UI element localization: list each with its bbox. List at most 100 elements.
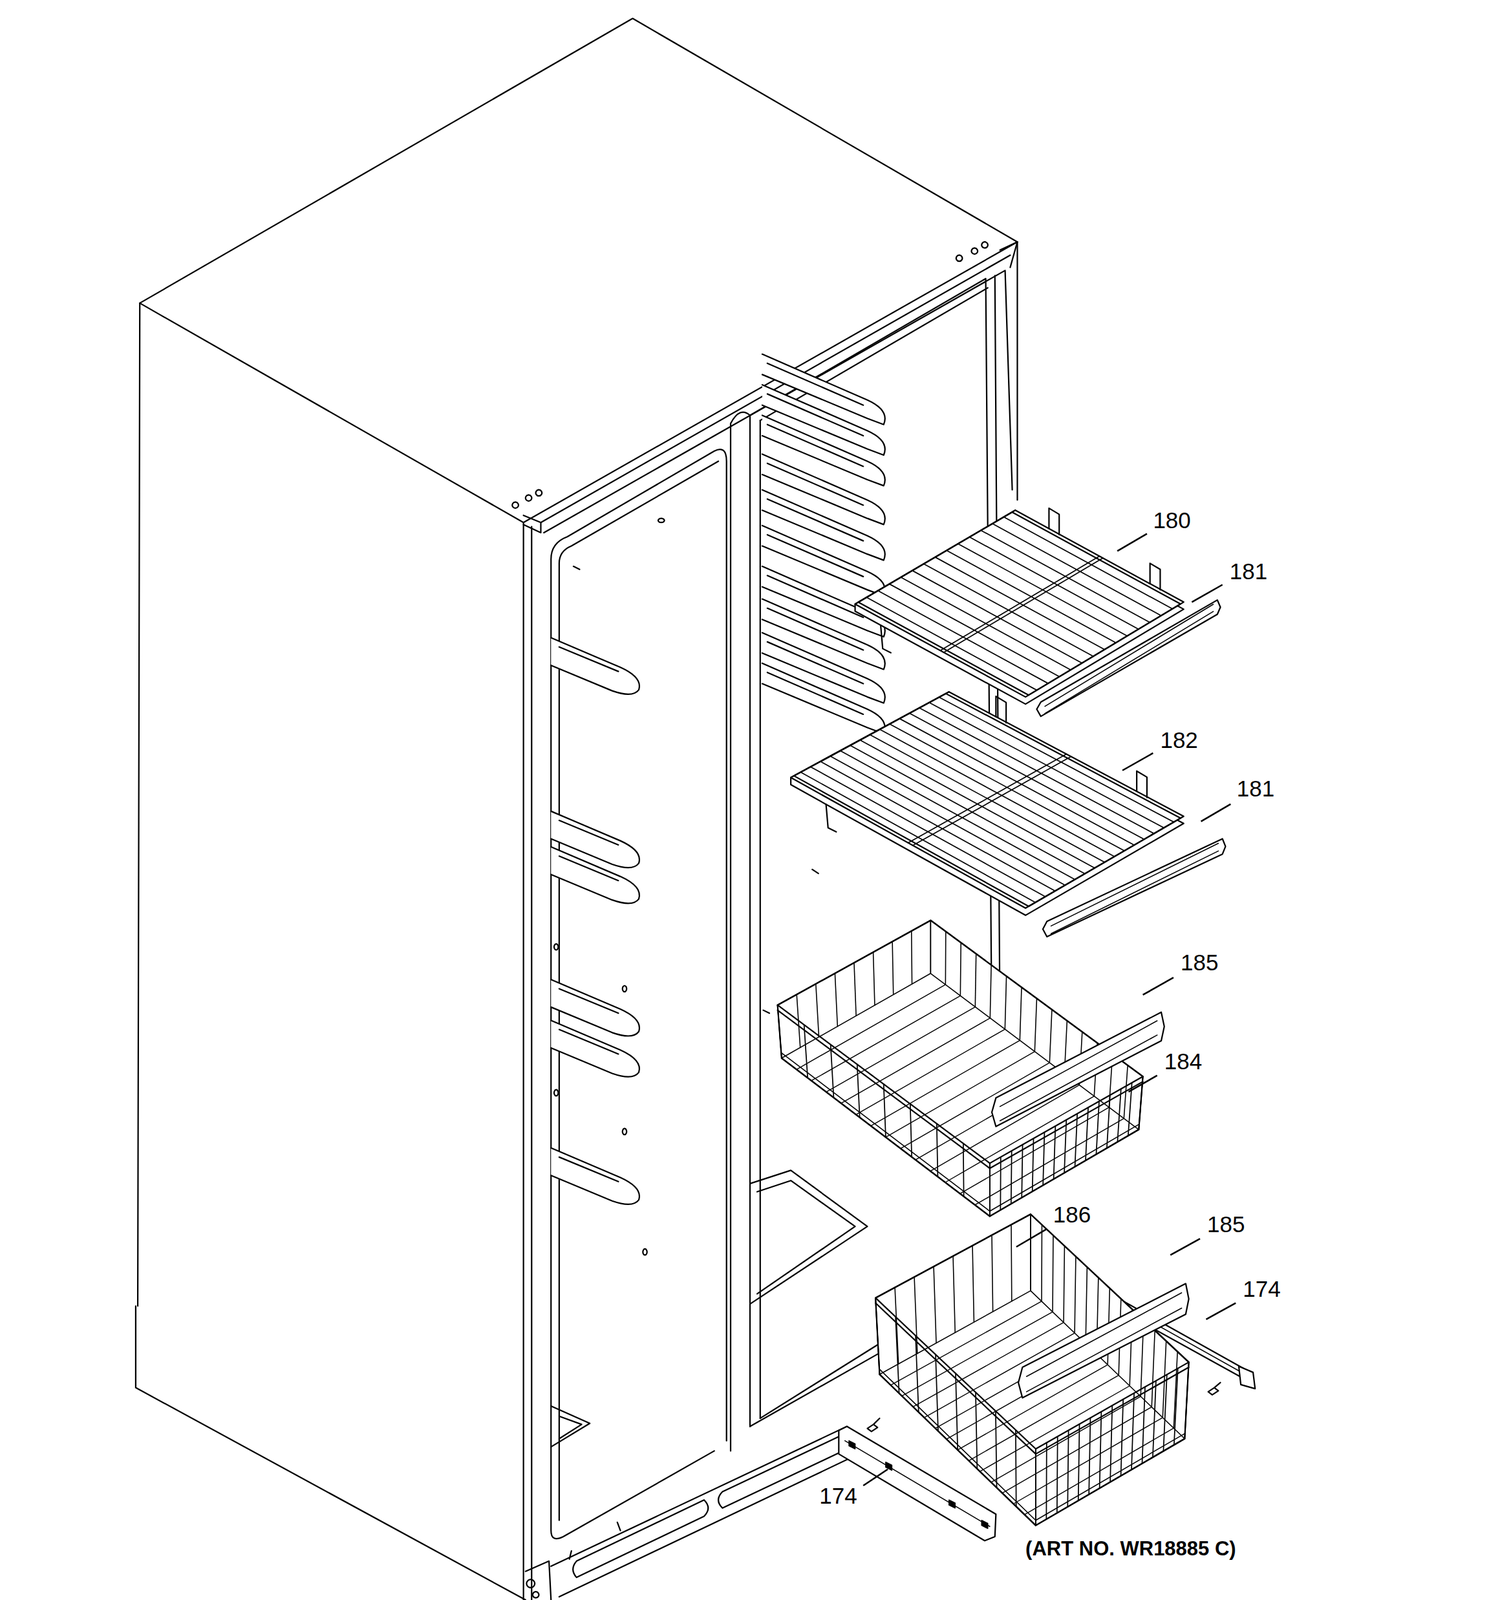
shelf-support (550, 1148, 640, 1205)
wire-basket (1015, 1430, 1018, 1507)
wire-basket (1056, 1436, 1059, 1513)
wire-basket (830, 1044, 835, 1098)
wire-basket (991, 1235, 994, 1312)
shelf-trim (1036, 600, 1221, 717)
wire-basket (1051, 1235, 1054, 1312)
shelf-trim (1051, 843, 1219, 927)
wire-shelf (995, 696, 1007, 723)
leader-line (1128, 1075, 1158, 1093)
wire-shelf (943, 557, 1104, 653)
callout-number: 174 (1242, 1277, 1281, 1301)
wire-shelf (855, 510, 1184, 705)
callout-number: 180 (1152, 508, 1191, 532)
shelf-support (550, 1020, 640, 1077)
wire-basket (1019, 987, 1022, 1041)
wire-basket (1131, 1393, 1135, 1470)
rail-hole (848, 1441, 855, 1450)
wire-basket (1095, 1101, 1100, 1155)
wire-basket (1034, 998, 1037, 1052)
base-grille (550, 1426, 869, 1598)
wire-shelf (793, 693, 1181, 907)
wire-basket (1063, 1245, 1065, 1323)
callout-number: 184 (1164, 1050, 1202, 1073)
callout-number: 185 (1207, 1212, 1245, 1236)
wire-basket (972, 1245, 974, 1323)
rail-hole (949, 1500, 955, 1509)
wire-basket (1106, 1095, 1111, 1149)
wire-basket (890, 1301, 1042, 1386)
wire-shelf (850, 745, 1085, 874)
wire-basket (892, 941, 894, 995)
wire-basket (1163, 1374, 1167, 1451)
wire-basket (1121, 1399, 1124, 1477)
slide-rail (838, 1426, 996, 1542)
wire-basket (1029, 1214, 1032, 1291)
cabinet-top (139, 18, 1018, 524)
callout-number: 182 (1159, 728, 1198, 752)
wire-basket (915, 1335, 919, 1413)
fresh-food-liner (550, 449, 727, 1539)
wire-basket (777, 1010, 1144, 1169)
wire-basket (953, 1256, 955, 1333)
wire-shelf (908, 753, 1067, 843)
wire-shelf (855, 510, 1184, 697)
wire-basket (1010, 1224, 1012, 1301)
wire-basket (999, 1157, 1001, 1211)
wire-shelf (869, 734, 1105, 862)
wire-basket (856, 1029, 1005, 1115)
freezer-rail (762, 663, 886, 734)
wire-basket (960, 942, 962, 996)
wire-basket (910, 931, 913, 985)
wire-basket (875, 1298, 880, 1375)
wire-basket (875, 1214, 1190, 1449)
wire-basket (1184, 1362, 1189, 1439)
front-corner (523, 241, 1018, 533)
parts (550, 354, 1255, 1541)
wire-basket (875, 1298, 880, 1375)
wire-basket (910, 1104, 912, 1158)
wire-basket (1174, 1368, 1179, 1446)
wire-basket (815, 984, 820, 1038)
front-edge (523, 522, 533, 1600)
wire-basket (989, 1163, 991, 1217)
wire-basket (989, 965, 992, 1019)
basket-handle (1000, 1020, 1158, 1107)
wire-basket (930, 920, 932, 974)
callout-number: 174 (819, 1484, 857, 1508)
wire-basket (975, 953, 976, 1007)
wire-basket (945, 931, 947, 985)
wire-basket (989, 1163, 991, 1217)
wire-basket (1032, 1138, 1034, 1192)
wire-basket (1151, 1330, 1155, 1407)
shelf-trim (1051, 850, 1219, 934)
wire-shelf (858, 512, 1181, 696)
wire-basket (1075, 1114, 1078, 1168)
wire-basket (1029, 1214, 1032, 1291)
cabinet-side (135, 303, 526, 1600)
fresh-food-floor (550, 1406, 590, 1447)
leader-line (1201, 804, 1232, 822)
wire-basket (895, 1317, 900, 1394)
wire-basket (1021, 1145, 1023, 1199)
wire-basket (857, 1064, 860, 1118)
leader-line (1205, 1303, 1236, 1320)
wire-shelf (880, 625, 891, 654)
wire-shelf (1150, 563, 1161, 590)
wire-basket (968, 1375, 1119, 1461)
wire-basket (781, 1058, 1139, 1217)
wire-basket (1141, 1386, 1146, 1464)
wire-basket (1078, 1424, 1080, 1501)
basket-handle (991, 1012, 1165, 1127)
wire-shelf (1048, 508, 1060, 535)
wire-basket (962, 1143, 965, 1197)
screw (1208, 1382, 1221, 1396)
wire-basket (1035, 1448, 1037, 1526)
screw (867, 1418, 880, 1433)
front-frame (540, 241, 1018, 533)
wire-basket (1064, 1119, 1067, 1173)
freezer-bottom (750, 1344, 880, 1427)
shelf-trim (1042, 838, 1226, 937)
shelf-support (550, 846, 640, 904)
shelf-support (550, 638, 640, 695)
wire-basket (1053, 1126, 1056, 1180)
